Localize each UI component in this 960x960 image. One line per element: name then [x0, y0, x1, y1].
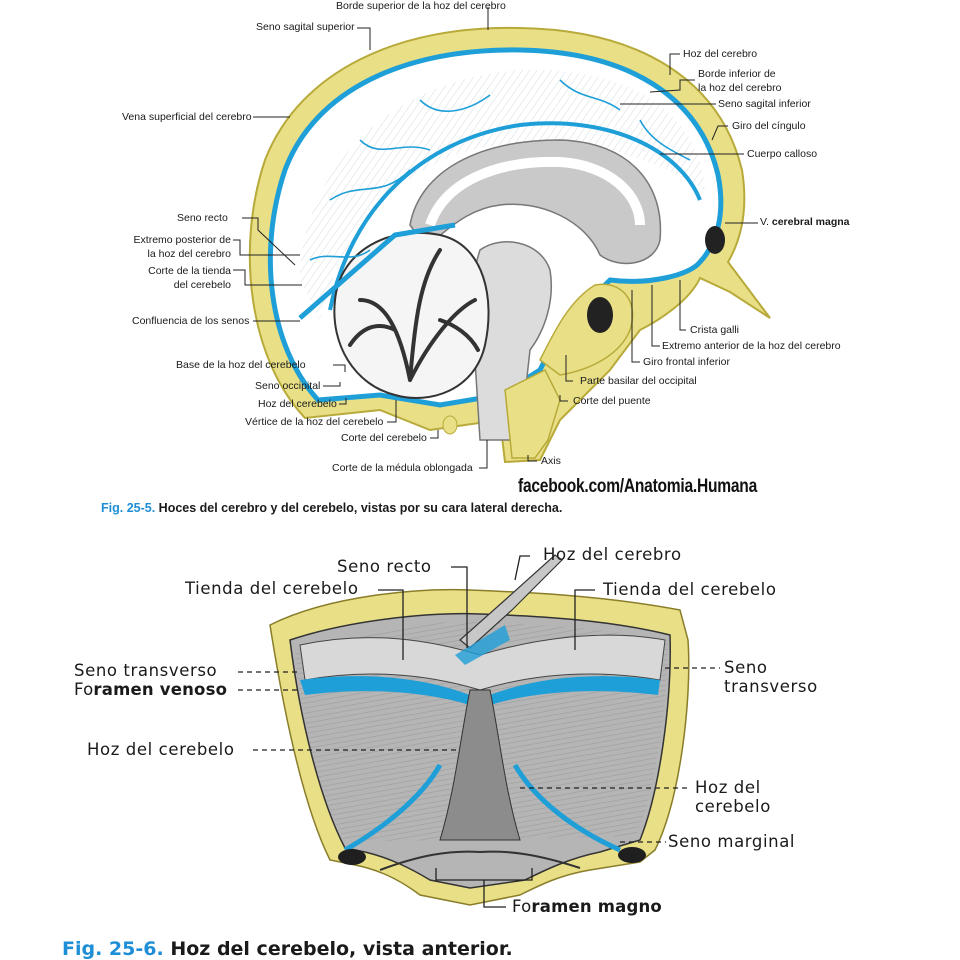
label2-seno-transverso-left: Seno transverso — [74, 661, 218, 680]
label-base-hoz: Base de la hoz del cerebelo — [176, 359, 306, 371]
figure2-leader-lines — [238, 555, 720, 908]
label-extremo-posterior-1: Extremo posterior de — [133, 234, 231, 246]
transverse-sinus-left — [300, 676, 470, 705]
label2-hoz-cerebro: Hoz del cerebro — [543, 545, 682, 564]
label2-seno-transverso-right-2: transverso — [724, 677, 818, 696]
label-confluencia: Confluencia de los senos — [132, 315, 250, 327]
label-seno-recto: Seno recto — [177, 212, 228, 224]
label2-foramen-venoso: Foramen venoso — [74, 680, 228, 699]
label-giro-cingulo: Giro del cíngulo — [732, 120, 806, 132]
label-vena-cerebral-magna: V. cerebral magna — [760, 216, 850, 228]
label-extremo-posterior-2: la hoz del cerebro — [147, 248, 231, 260]
axis-bone — [504, 368, 561, 459]
caption-fig-25-5: Fig. 25-5. Hoces del cerebro y del cereb… — [101, 501, 563, 515]
watermark-facebook: facebook.com/Anatomia.Humana — [518, 476, 757, 497]
label-vena-superficial: Vena superficial del cerebro — [122, 111, 252, 123]
label-axis: Axis — [541, 455, 561, 467]
label-borde-inferior-1: Borde inferior de — [698, 68, 776, 80]
label2-hoz-cerebelo-right-1: Hoz del — [695, 778, 761, 797]
label-seno-sagital-superior: Seno sagital superior — [256, 21, 355, 33]
label-corte-tienda-1: Corte de la tienda — [148, 265, 231, 277]
label2-tienda-left: Tienda del cerebelo — [185, 579, 359, 598]
label-giro-frontal: Giro frontal inferior — [643, 356, 730, 368]
label-vertice: Vértice de la hoz del cerebelo — [245, 416, 384, 428]
transverse-sinus-right — [490, 676, 660, 705]
straight-sinus — [298, 222, 456, 320]
label-corte-tienda-2: del cerebelo — [173, 279, 231, 291]
inferior-sagittal-sinus — [328, 121, 702, 311]
label-borde-inferior-2: la hoz del cerebro — [698, 82, 782, 94]
label-hoz-cerebelo: Hoz del cerebelo — [258, 398, 337, 410]
label-seno-occipital: Seno occipital — [255, 380, 321, 392]
label-extremo-anterior: Extremo anterior de la hoz del cerebro — [662, 340, 841, 352]
label-corte-cerebelo: Corte del cerebelo — [341, 432, 427, 444]
label-corte-puente: Corte del puente — [573, 395, 651, 407]
label2-tienda-right: Tienda del cerebelo — [603, 580, 777, 599]
label2-seno-transverso-right-1: Seno — [724, 658, 768, 677]
caption-fig-25-6: Fig. 25-6. Hoz del cerebelo, vista anter… — [62, 938, 513, 960]
label-corte-medula: Corte de la médula oblongada — [332, 462, 473, 474]
falx-cerebelli — [439, 689, 521, 841]
label-parte-basilar: Parte basilar del occipital — [580, 375, 697, 387]
label-seno-sagital-inferior: Seno sagital inferior — [718, 98, 811, 110]
label-hoz-cerebro: Hoz del cerebro — [683, 48, 758, 60]
label2-seno-recto: Seno recto — [337, 557, 432, 576]
figure1-leader-lines — [233, 7, 758, 469]
label2-foramen-magno: Foramen magno — [512, 897, 662, 916]
falx-cerebri-texture — [300, 69, 705, 320]
label-crista-galli: Crista galli — [690, 324, 740, 336]
label-borde-superior: Borde superior de la hoz del cerebro — [336, 0, 506, 12]
label2-hoz-cerebelo-right-2: cerebelo — [695, 797, 771, 816]
marginal-sinus-right — [512, 763, 622, 853]
label2-hoz-cerebelo-left: Hoz del cerebelo — [87, 740, 235, 759]
marginal-sinus-left — [343, 763, 443, 853]
label2-seno-marginal: Seno marginal — [668, 832, 796, 851]
label-cuerpo-calloso: Cuerpo calloso — [747, 148, 818, 160]
